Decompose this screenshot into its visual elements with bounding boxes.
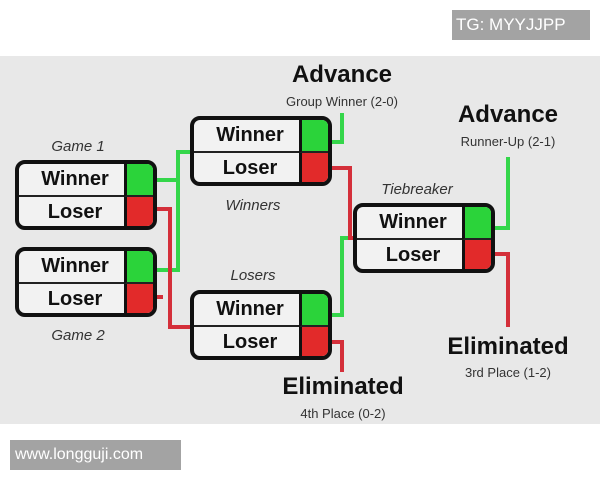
outcome-title-group-winner: Advance <box>291 61 393 88</box>
outcome-sub-fourth: 4th Place (0-2) <box>300 406 386 421</box>
loser-marker <box>124 284 153 313</box>
loser-label: Loser <box>47 288 103 310</box>
outcome-title-third: Eliminated <box>447 333 569 360</box>
outcome-sub-group-winner: Group Winner (2-0) <box>286 94 398 109</box>
caption-game2: Game 2 <box>51 327 105 344</box>
winner-label: Winner <box>357 207 469 240</box>
loser-label: Loser <box>222 331 278 353</box>
loser-label: Loser <box>385 244 441 266</box>
caption-game1: Game 1 <box>51 138 105 155</box>
line-tie-loser <box>494 252 510 327</box>
line-g2-winner <box>155 180 180 272</box>
loser-marker <box>299 153 328 182</box>
match-winners: Winner Loser <box>190 116 332 186</box>
caption-losers: Losers <box>230 267 276 284</box>
outcome-sub-runner-up: Runner-Up (2-1) <box>460 134 556 149</box>
outcome-sub-third: 3rd Place (1-2) <box>465 365 551 380</box>
line-tie-winner <box>494 157 510 230</box>
caption-tiebreaker: Tiebreaker <box>381 181 453 198</box>
winner-marker <box>299 294 328 327</box>
loser-label: Loser <box>222 157 278 179</box>
caption-winners: Winners <box>225 197 281 214</box>
watermark-bottom: www.longguji.com <box>10 440 181 470</box>
line-losers-winner <box>330 236 355 317</box>
line-winners-loser <box>330 166 355 240</box>
outcome-title-runner-up: Advance <box>457 101 559 128</box>
match-tiebreaker: Winner Loser <box>353 203 495 273</box>
winner-label: Winner <box>19 251 131 284</box>
line-g1-loser <box>155 207 193 329</box>
match-losers: Winner Loser <box>190 290 332 360</box>
winner-marker <box>124 164 153 197</box>
loser-marker <box>299 327 328 356</box>
outcome-title-fourth: Eliminated <box>282 373 404 400</box>
winner-label: Winner <box>194 120 306 153</box>
watermark-top: TG: MYYJJPP <box>452 10 590 40</box>
winner-label: Winner <box>194 294 306 327</box>
match-game2: Winner Loser <box>15 247 157 317</box>
winner-marker <box>299 120 328 153</box>
line-losers-loser <box>330 340 344 372</box>
loser-marker <box>124 197 153 226</box>
line-winners-winner <box>330 113 344 144</box>
line-g1-winner <box>155 150 193 182</box>
winner-label: Winner <box>19 164 131 197</box>
winner-marker <box>462 207 491 240</box>
loser-marker <box>462 240 491 269</box>
winner-marker <box>124 251 153 284</box>
loser-label: Loser <box>47 201 103 223</box>
match-game1: Winner Loser <box>15 160 157 230</box>
